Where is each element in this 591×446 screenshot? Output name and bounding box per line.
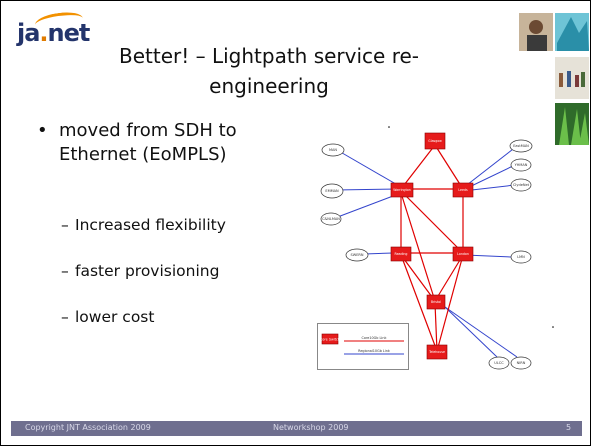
sub-bullet-text: lower cost [75,308,155,326]
node-label: Leeds [458,188,468,192]
cloud-lmn [510,250,532,264]
cloud-yhman [510,158,532,172]
cloud-label: SWERN [351,253,364,257]
slide-title: Better! – Lightpath service re-engineeri… [119,44,420,98]
cloud-label: MAN [329,148,337,152]
core-node-glasgow [424,132,446,150]
cloud-label: LMN [517,255,525,259]
core-node-warrington [390,182,414,198]
logo-text-net: net [47,19,91,47]
main-bullet-text: moved from SDH to Ethernet (EoMPLS) [59,120,237,165]
photo-strip [519,13,589,145]
cloud-swern [345,248,369,262]
node-label: Glasgow [428,139,442,143]
footer-page-number: 5 [566,423,572,432]
cloud-man [321,143,345,157]
logo-text-ja: ja [17,19,40,47]
photo-head [529,20,543,34]
sub-bullet-text: faster provisioning [75,262,220,280]
cloud-label: ClydeNet [513,183,530,187]
cloud-label: NIRN [517,361,526,365]
node-label: Reading [395,252,408,256]
node-label: Telehouse [428,350,445,354]
cloud-emman [320,183,344,199]
janet-logo: ja.net [17,9,91,47]
cloud-eastman [509,139,533,153]
cloud-label: ULCC [494,361,504,365]
network-diagram: MAN EastMAN YHMAN ClydeNet EMMAN C&NLMAN… [320,126,554,370]
cloud-label: YHMAN [515,163,528,167]
legend-node-label: Core Switch [320,338,340,342]
cloud-clydenet [510,178,532,192]
diagram-legend: Core Switch Core10Gb Link Regional10Gb L… [317,323,409,370]
node-label: Bristol [431,300,441,304]
node-label: Warrington [393,188,411,192]
footer-bar: Copyright JNT Association 2009 Networksh… [11,421,582,436]
cloud-ulcc [488,356,510,370]
cloud-label: C&NLMAN [322,217,340,221]
cloud-label: EastMAN [513,144,529,148]
legend-node-swatch [321,333,339,345]
legend-regional-label: Regional10Gb Link [358,349,390,353]
bullet-dot-icon: • [37,120,48,141]
sub-bullet-text: Increased flexibility [75,216,226,234]
footer-event: Networkshop 2009 [273,423,349,432]
cloud-label: EMMAN [325,189,339,193]
core-node-bristol [426,294,446,310]
footer-copyright: Copyright JNT Association 2009 [25,423,151,432]
cloud-cnlman [320,212,342,226]
logo-dot: . [39,19,48,47]
core-node-london [452,246,474,262]
legend-core-label: Core10Gb Link [362,336,387,340]
node-label: London [457,252,469,256]
core-node-reading [390,246,412,262]
cloud-nirn [510,356,532,370]
core-node-telehouse [426,344,448,360]
core-node-leeds [452,182,474,198]
